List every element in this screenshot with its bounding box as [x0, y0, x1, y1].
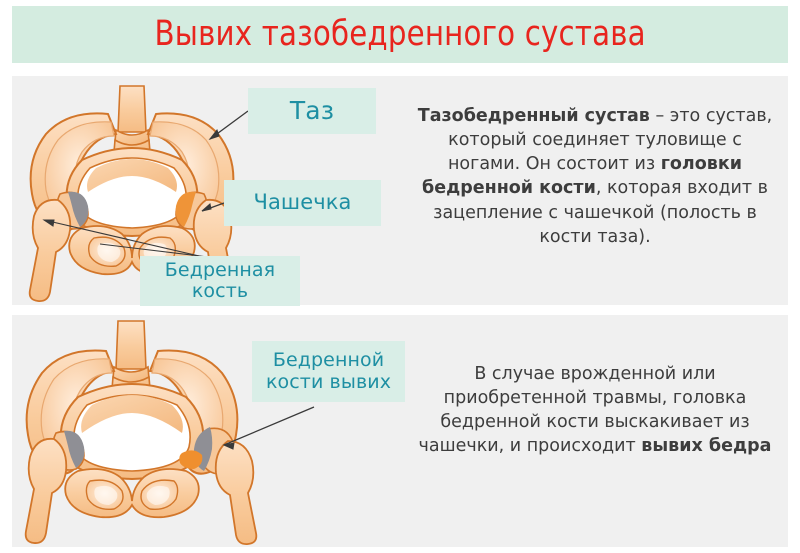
brim-upper-band	[87, 159, 177, 192]
panel-normal-hip: Таз Чашечка Бедренная кость Тазобедренны…	[12, 76, 788, 306]
label-femur-line2: кость	[191, 280, 249, 302]
arrow-line-femur-short	[99, 243, 209, 258]
arrow-head-femur	[42, 219, 55, 227]
label-femur-bone-text: Бедренная кость	[164, 258, 276, 303]
left-inlet-shadow-2	[94, 412, 130, 465]
right-inlet-shadow	[135, 175, 168, 224]
label-acetabulum: Чашечка	[224, 180, 381, 226]
left-cartilage-2	[64, 430, 85, 468]
label-acetabulum-text: Чашечка	[253, 190, 352, 215]
label-pelvis: Таз	[248, 88, 376, 134]
label-dislocation-line1: Бедренной	[272, 349, 385, 372]
right-cartilage-highlight	[175, 191, 196, 227]
left-inlet-shadow	[96, 175, 129, 224]
label-dislocation-line2: кости вывих	[265, 370, 392, 393]
empty-socket-highlight	[179, 450, 203, 469]
sacrum-spine	[113, 85, 151, 158]
paragraph-dislocated-plain-1: В случае врожденной или приобретенной тр…	[418, 364, 750, 457]
label-femur-line1: Бедренная	[164, 258, 276, 281]
sacrum-spine-2	[111, 320, 151, 395]
leader-arrows-2	[222, 406, 315, 450]
label-pelvis-text: Таз	[289, 96, 335, 125]
brim-upper-band-2	[81, 395, 183, 433]
dislocated-pelvis-diagram	[12, 315, 412, 547]
arrow-head-cup	[201, 203, 212, 212]
left-cartilage	[68, 191, 89, 227]
arrow-line-femur-long	[43, 219, 213, 260]
page-title: Вывих тазобедренного сустава	[154, 14, 646, 54]
paragraph-normal-hip: Тазобедренный сустав – это сустав, котор…	[410, 104, 780, 249]
right-inlet-shadow-2	[134, 412, 170, 465]
paragraph-normal-plain-2: , которая входит в зацепление с чашечкой…	[433, 178, 768, 247]
arrow-line-dislocation	[223, 406, 315, 446]
panel-dislocated-hip: Бедренной кости вывих В случае врожденно…	[12, 315, 788, 547]
leader-arrows	[42, 110, 249, 260]
paragraph-normal-bold-2: головки бедренной кости	[421, 154, 742, 199]
paragraph-normal-plain-1: – это сустав, который соединяет туловище…	[447, 106, 773, 175]
paragraph-dislocated-hip: В случае врожденной или приобретенной тр…	[410, 362, 780, 459]
paragraph-dislocated-bold-1: вывих бедра	[641, 436, 772, 457]
paragraph-normal-bold-1: Тазобедренный сустав	[417, 106, 650, 126]
left-femur	[28, 198, 72, 302]
arrow-head-pelvis	[208, 128, 220, 140]
title-band: Вывих тазобедренного сустава	[12, 6, 788, 63]
left-femur-2	[24, 437, 68, 544]
right-femur-2	[214, 440, 258, 545]
arrow-head-dislocation	[222, 442, 235, 450]
label-femur-bone: Бедренная кость	[140, 256, 300, 306]
label-femur-dislocation: Бедренной кости вывих	[252, 341, 405, 402]
normal-pelvis-diagram	[12, 76, 412, 305]
label-femur-dislocation-text: Бедренной кости вывих	[266, 350, 391, 393]
